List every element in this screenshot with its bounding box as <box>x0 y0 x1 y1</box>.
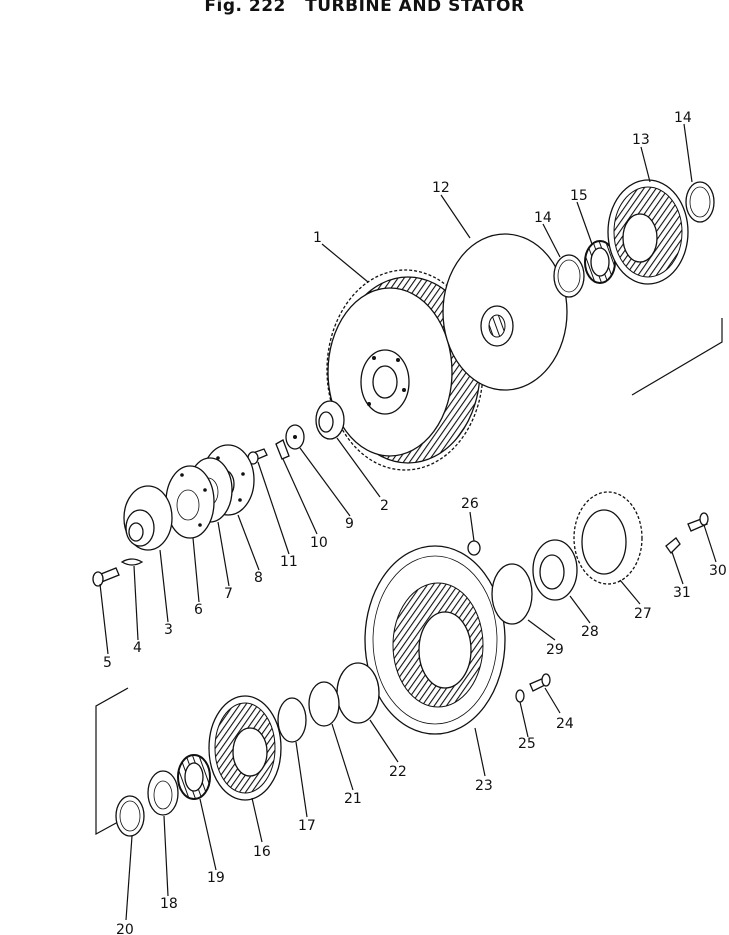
part-21-ring <box>308 681 340 727</box>
callout-13: 13 <box>632 132 650 148</box>
callout-3: 3 <box>164 622 173 638</box>
part-4-lock <box>120 558 144 566</box>
callout-16: 16 <box>253 844 271 860</box>
callout-labels: 1 2 3 4 5 6 7 8 9 10 11 12 13 14 14 15 1… <box>103 110 727 935</box>
part-15-clutch <box>584 240 616 284</box>
part-5-bolt <box>92 567 120 587</box>
figure-title: Fig. 222 TURBINE AND STATOR <box>0 0 729 16</box>
part-31-lock-plate <box>665 537 681 555</box>
figure-number: Fig. 222 <box>204 0 286 16</box>
figure-caption: TURBINE AND STATOR <box>305 0 525 16</box>
part-12-turbine-plate <box>442 233 568 391</box>
part-26-nut <box>467 540 481 556</box>
callout-6: 6 <box>194 602 203 618</box>
assembly-bracket-upper <box>631 318 723 396</box>
assembly-bracket-lower <box>95 687 129 836</box>
callout-18: 18 <box>160 896 178 912</box>
callout-24: 24 <box>556 716 574 732</box>
part-17-snap-ring <box>277 697 307 743</box>
part-16-stator <box>208 695 282 801</box>
callout-20: 20 <box>116 922 134 935</box>
part-9-washer <box>285 424 305 450</box>
part-27-gear <box>573 491 643 585</box>
callout-14-a: 14 <box>674 110 692 126</box>
callout-8: 8 <box>254 570 263 586</box>
part-25-washer <box>515 689 525 703</box>
callout-12: 12 <box>432 180 450 196</box>
part-20-snap-ring <box>115 795 145 837</box>
part-19-roller <box>177 754 211 800</box>
callout-1: 1 <box>313 230 322 246</box>
part-14-snap-ring-b <box>685 181 715 223</box>
callout-27: 27 <box>634 606 652 622</box>
callout-26: 26 <box>461 496 479 512</box>
part-11-bolt <box>247 448 268 465</box>
callout-19: 19 <box>207 870 225 886</box>
callout-25: 25 <box>518 736 536 752</box>
callout-4: 4 <box>133 640 142 656</box>
callout-7: 7 <box>224 586 233 602</box>
callout-29: 29 <box>546 642 564 658</box>
callout-5: 5 <box>103 655 112 671</box>
part-2-bearing <box>315 400 345 440</box>
part-24-bolt <box>529 673 551 692</box>
part-14-snap-ring-a <box>553 254 585 298</box>
callout-31: 31 <box>673 585 691 601</box>
part-22-seal-ring <box>336 662 380 724</box>
callout-2: 2 <box>380 498 389 514</box>
callout-17: 17 <box>298 818 316 834</box>
callout-14-b: 14 <box>534 210 552 226</box>
part-23-housing <box>364 545 506 735</box>
callout-21: 21 <box>344 791 362 807</box>
callout-23: 23 <box>475 778 493 794</box>
callout-15: 15 <box>570 188 588 204</box>
callout-10: 10 <box>310 535 328 551</box>
callout-22: 22 <box>389 764 407 780</box>
part-18-race <box>147 770 179 816</box>
callout-11: 11 <box>280 554 298 570</box>
part-6-plate <box>165 465 215 539</box>
callout-9: 9 <box>345 516 354 532</box>
part-10-lock-plate <box>275 439 290 460</box>
part-3-hub <box>123 485 173 551</box>
part-29-snap-ring <box>491 563 533 625</box>
part-28-bearing <box>532 539 578 601</box>
callout-28: 28 <box>581 624 599 640</box>
callout-30: 30 <box>709 563 727 579</box>
leader-lines <box>99 123 717 921</box>
part-13-stator <box>607 179 689 285</box>
